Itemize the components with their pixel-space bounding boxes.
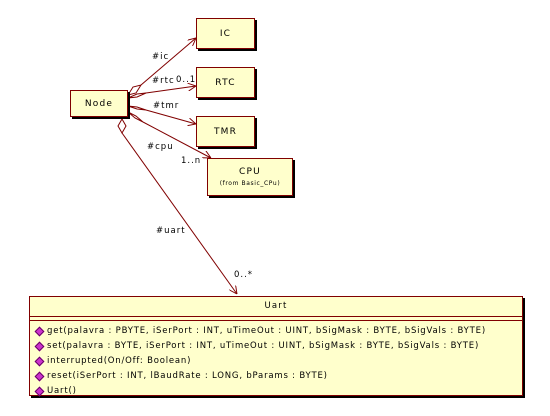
operation-get[interactable]: get(palavra : PBYTE, iSerPort : INT, uTi… [34,324,522,339]
operation-signature: Uart() [47,386,77,396]
operation-signature: set(palavra : BYTE, iSerPort : INT, uTim… [47,341,480,351]
operation-reset[interactable]: reset(iSerPort : INT, lBaudRate : LONG, … [34,369,522,384]
association-line-tmr[interactable] [145,109,196,124]
association-line-ic[interactable] [140,38,196,86]
class-rtc[interactable]: RTC [196,67,255,98]
operation-icon [34,326,45,337]
operation-icon [34,371,45,382]
class-name-node: Node [84,98,114,109]
multiplicity-label-rtc: 0..1 [176,75,197,85]
association-line-uart[interactable] [121,132,237,294]
role-label-tmr: #tmr [153,101,180,111]
operation-signature: reset(iSerPort : INT, lBaudRate : LONG, … [47,371,328,381]
attribute-compartment [30,317,522,321]
class-uart[interactable]: Uart get(palavra : PBYTE, iSerPort : INT… [29,296,523,399]
association-line-cpu[interactable] [142,121,211,158]
class-cpu[interactable]: CPU (from Basic_CPu) [207,158,293,196]
operation-icon [34,341,45,352]
class-name-uart: Uart [30,297,522,317]
association-line-rtc[interactable] [145,86,196,94]
operation-signature: interrupted(On/Off: Boolean) [47,356,192,366]
multiplicity-label-cpu: 1..n [181,156,202,166]
role-label-ic: #ic [152,52,170,62]
role-label-rtc: #rtc [152,76,175,86]
class-node[interactable]: Node [70,90,128,117]
class-name-cpu: CPU [239,167,261,177]
operation-set[interactable]: set(palavra : BYTE, iSerPort : INT, uTim… [34,339,522,354]
aggregation-diamond-cpu [127,111,144,123]
class-package-note-cpu: (from Basic_CPu) [219,180,281,187]
aggregation-diamond-uart [117,117,127,135]
operation-icon [34,386,45,397]
role-label-cpu: #cpu [147,142,174,152]
class-ic[interactable]: IC [196,18,255,49]
class-name-ic: IC [219,28,232,39]
role-label-uart: #uart [156,226,186,236]
operation-interrupted[interactable]: interrupted(On/Off: Boolean) [34,354,522,369]
operation-signature: get(palavra : PBYTE, iSerPort : INT, uTi… [47,326,486,336]
class-name-tmr: TMR [213,126,238,137]
operation-icon [34,356,45,367]
class-name-rtc: RTC [215,77,236,88]
operation-constructor[interactable]: Uart() [34,384,522,399]
operation-list: get(palavra : PBYTE, iSerPort : INT, uTi… [30,321,522,399]
multiplicity-label-uart: 0..* [234,270,254,280]
aggregation-diamond-tmr [127,105,147,111]
class-tmr[interactable]: TMR [196,116,255,147]
